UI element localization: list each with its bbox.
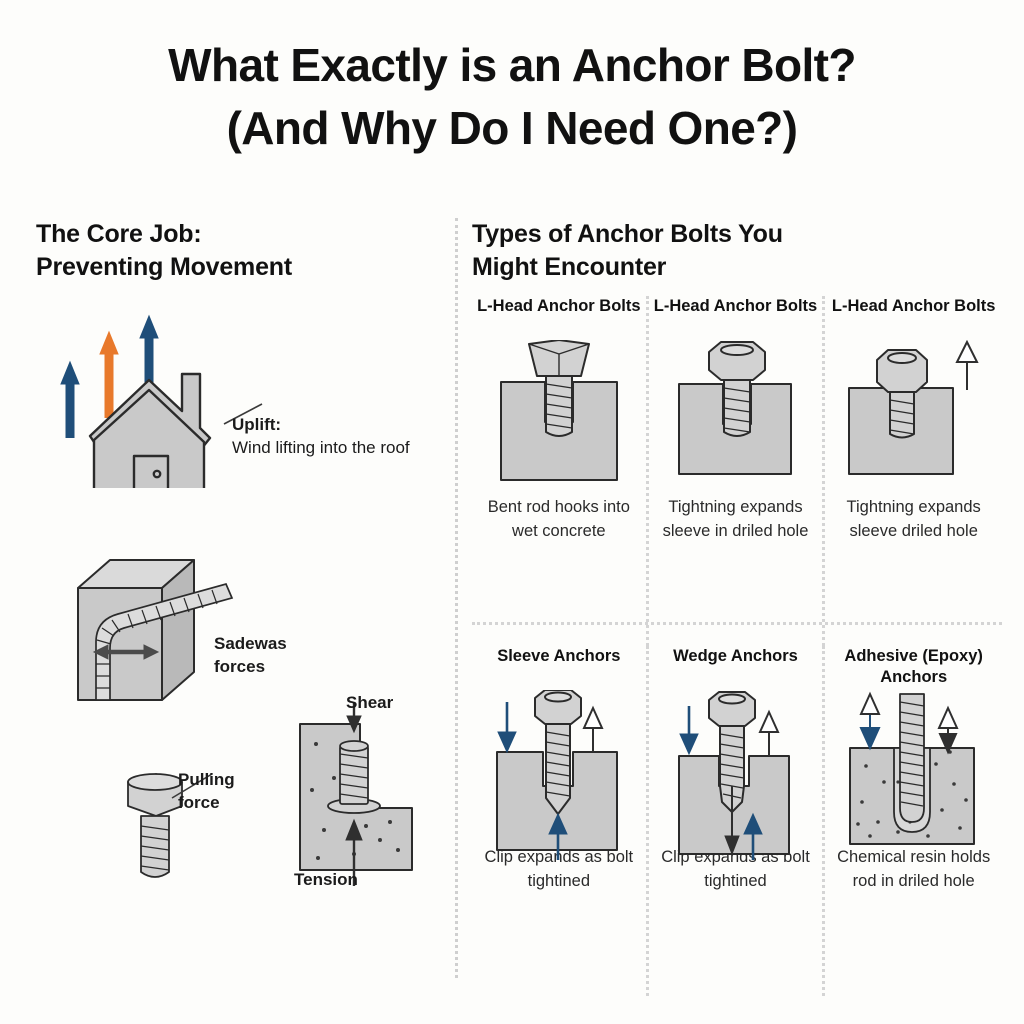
- hollow-up-arrow: [582, 705, 604, 752]
- uplift-label-text: Wind lifting into the roof: [232, 438, 410, 458]
- left-heading-line-1: The Core Job:: [36, 220, 202, 248]
- house-shape: [88, 372, 212, 496]
- hex-bolt-with-uplift-arrow-icon: [829, 340, 998, 490]
- shear-label: Shear: [346, 693, 394, 712]
- hollow-up-solid-down-arrow: [859, 691, 881, 751]
- sideways-label-bold: Sadewas: [214, 634, 287, 653]
- hollow-up-arrow: [758, 709, 781, 756]
- card-title: Wedge Anchors: [673, 647, 798, 665]
- uplift-leader-line: [222, 396, 278, 441]
- blue-down-arrow: [497, 702, 517, 754]
- blue-up-arrow: [548, 812, 568, 860]
- concrete-speckles: [855, 750, 968, 838]
- grid-row-divider: [472, 622, 1002, 625]
- anchor-type-card: Adhesive (Epoxy) Anchors: [825, 646, 1002, 996]
- left-heading-line-2: Preventing Movement: [36, 253, 292, 282]
- anchor-type-card: L-Head Anchor Bolts Tight: [649, 296, 826, 646]
- tension-label: Tension: [294, 870, 358, 889]
- blue-up-arrow: [60, 360, 80, 438]
- card-title: L-Head Anchor Bolts: [477, 297, 641, 315]
- right-heading: Types of Anchor Bolts You Might Encounte…: [472, 218, 1002, 285]
- shear-tension-diagram: [294, 698, 434, 893]
- taper-head-bolt-in-concrete-icon: [476, 340, 642, 490]
- left-heading: The Core Job: Preventing Movement: [36, 218, 436, 285]
- shaft-down-arrow: [724, 786, 741, 856]
- title-line-1: What Exactly is an Anchor Bolt?: [168, 39, 856, 91]
- bolt-in-slab: [327, 740, 381, 814]
- right-column: Types of Anchor Bolts You Might Encounte…: [472, 218, 1002, 998]
- right-heading-line-1: Types of Anchor Bolts You: [472, 220, 783, 248]
- card-title: Sleeve Anchors: [497, 647, 621, 665]
- pulling-label-bold: Pulling: [178, 770, 235, 789]
- bidirectional-arrow: [92, 644, 160, 660]
- anchor-type-card: Wedge Anchors: [649, 646, 826, 996]
- shear-down-arrow: [346, 702, 362, 734]
- pulling-force-label: Pulling force: [178, 768, 308, 814]
- hex-head-bolt-in-concrete-icon: [653, 340, 819, 490]
- sideways-forces-diagram: [48, 548, 258, 718]
- pulling-leader-line: [168, 766, 218, 807]
- anchor-type-card: L-Head Anchor Bolts: [825, 296, 1002, 646]
- uplift-diagram: [34, 308, 264, 496]
- pulling-force-diagram: [108, 770, 204, 895]
- anchor-types-grid: L-Head Anchor Bolts Bent: [472, 296, 1002, 996]
- card-caption: Chemical resin holds rod in driled hole: [837, 848, 991, 890]
- tension-up-arrow: [345, 818, 363, 886]
- anchor-type-card: Sleeve Anchors: [472, 646, 649, 996]
- pulling-label-text: force: [178, 793, 220, 813]
- anchor-type-card: L-Head Anchor Bolts Bent: [472, 296, 649, 646]
- sideways-forces-label: Sadewas forces: [214, 632, 374, 678]
- blue-down-arrow: [679, 706, 700, 756]
- card-caption: Bent rod hooks into wet concrete: [487, 498, 630, 540]
- card-title: L-Head Anchor Bolts: [831, 297, 996, 315]
- wedge-anchor-with-force-arrows-icon: [653, 690, 819, 860]
- epoxy-anchor-with-force-arrows-icon: [829, 690, 998, 845]
- left-column: The Core Job: Preventing Movement: [36, 218, 436, 998]
- hollow-up-arrow: [955, 340, 979, 390]
- sideways-label-text: forces: [214, 657, 266, 677]
- uplift-label: Uplift: Wind lifting into the roof: [232, 413, 422, 459]
- title-line-2: (And Why Do I Need One?): [226, 102, 798, 155]
- card-caption: Tightning expands sleeve driled hole: [846, 498, 981, 540]
- blue-up-arrow: [743, 812, 764, 860]
- sleeve-anchor-with-force-arrows-icon: [476, 690, 642, 860]
- column-divider: [455, 218, 458, 978]
- right-heading-line-2: Might Encounter: [472, 253, 667, 282]
- card-title: Adhesive (Epoxy) Anchors: [844, 647, 983, 686]
- hollow-up-solid-down-arrow: [937, 705, 959, 755]
- orange-up-arrow: [99, 330, 119, 418]
- card-title: L-Head Anchor Bolts: [653, 297, 818, 315]
- uplift-label-bold: Uplift:: [232, 415, 282, 434]
- page-title: What Exactly is an Anchor Bolt? (And Why…: [0, 34, 1024, 161]
- card-caption: Tightning expands sleeve in driled hole: [662, 498, 809, 540]
